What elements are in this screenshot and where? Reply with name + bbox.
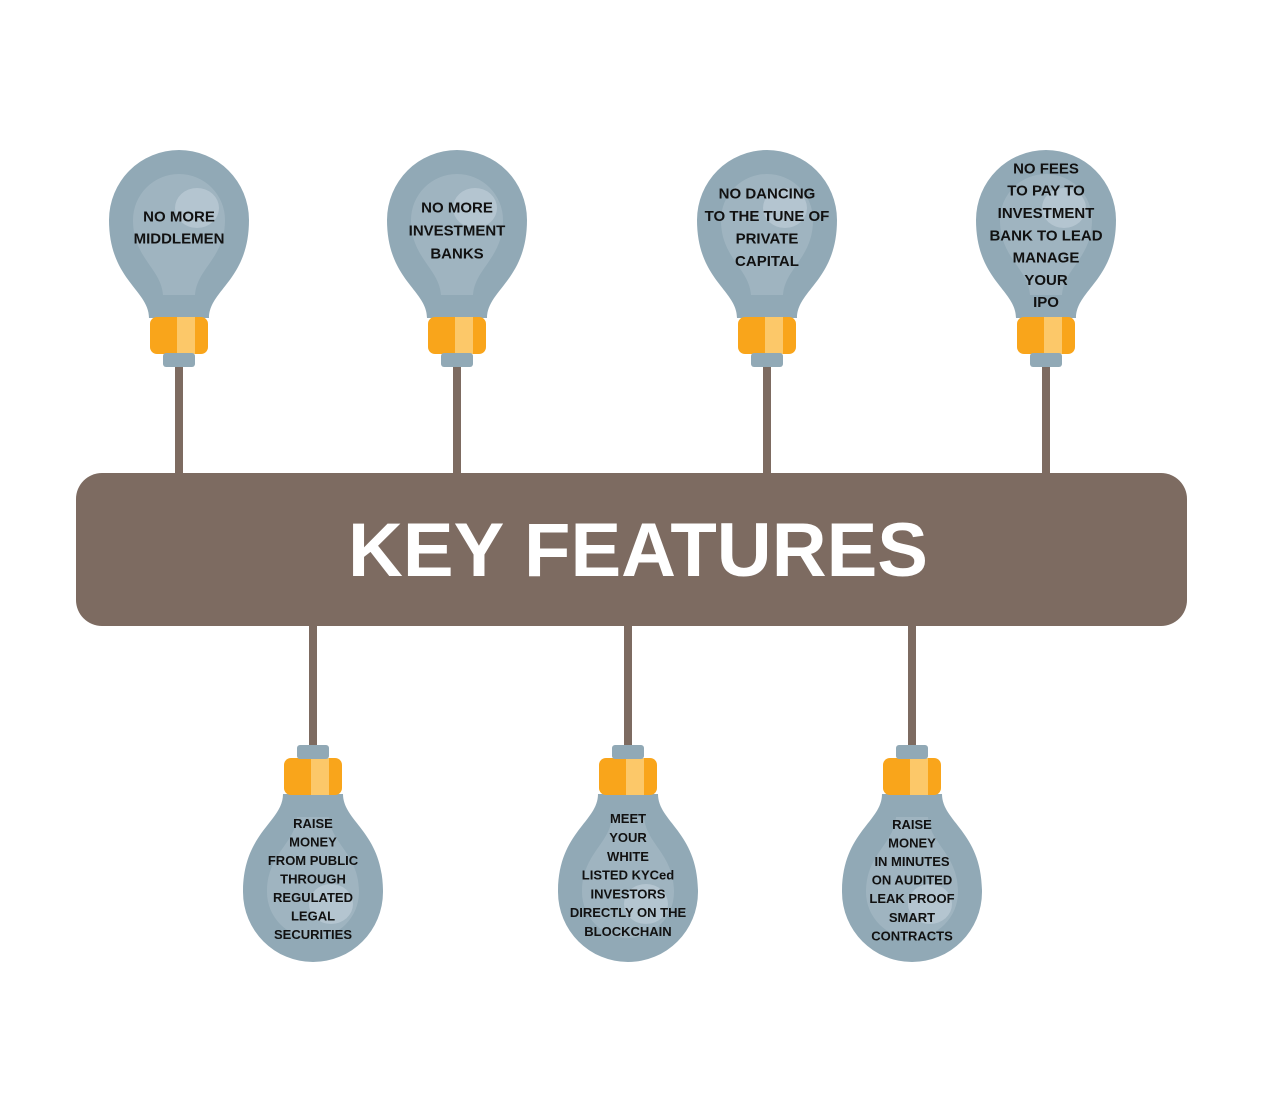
feature-text-line: MEET [610, 811, 646, 826]
feature-text: NO MORE INVESTMENT BANKS [409, 199, 506, 262]
feature-text-line: WHITE [607, 849, 649, 864]
feature-text-line: SMART [889, 910, 935, 925]
banner-background [76, 473, 1187, 626]
feature-text-line: CAPITAL [735, 253, 799, 270]
feature-text-line: LEAK PROOF [869, 891, 954, 906]
feature-text: NO FEES TO PAY TO INVESTMENT BANK TO LEAD MA… [989, 160, 1102, 311]
feature-text-line: RAISE [892, 817, 932, 832]
bulb-cap-highlight [626, 758, 644, 795]
bulb-cap-highlight [177, 317, 195, 354]
feature-text-line: INVESTORS [591, 886, 666, 901]
bulb-cap-highlight [1044, 317, 1062, 354]
feature-text-line: BANKS [430, 245, 483, 262]
feature-text-line: BANK TO LEAD [989, 227, 1102, 244]
feature-text-line: NO DANCING [719, 186, 816, 203]
bulb-glint [453, 188, 497, 228]
bulb-bottom-3 [842, 745, 982, 962]
feature-text: NO MORE MIDDLEMEN [134, 208, 225, 247]
bulb-base [163, 353, 195, 367]
feature-text-line: DIRECTLY ON THE [570, 905, 687, 920]
feature-text-line: MIDDLEMEN [134, 230, 225, 247]
bulb-cap-highlight [311, 758, 329, 795]
feature-text-line: IN MINUTES [874, 854, 949, 869]
feature-text-line: YOUR [609, 830, 647, 845]
bulb-base [751, 353, 783, 367]
feature-text-line: CONTRACTS [871, 928, 953, 943]
feature-text-line: TO THE TUNE OF [705, 208, 830, 225]
feature-text-line: SECURITIES [274, 927, 352, 942]
feature-text-line: RAISE [293, 816, 333, 831]
feature-text-line: YOUR [1024, 272, 1068, 289]
feature-text: RAISE MONEY FROM PUBLIC THROUGH REGULATED LEG… [268, 816, 359, 942]
feature-text: RAISE MONEY IN MINUTES ON AUDITED LEAK PROOF… [869, 817, 954, 944]
bulb-cap-highlight [910, 758, 928, 795]
feature-text-line: NO FEES [1013, 160, 1079, 177]
bulb-glint [624, 884, 668, 924]
feature-text-line: FROM PUBLIC [268, 853, 359, 868]
feature-text-line: ON AUDITED [872, 873, 952, 888]
feature-text-line: LEGAL [291, 909, 335, 924]
bulb-base [1030, 353, 1062, 367]
key-features-banner: KEY FEATURES [76, 473, 1187, 626]
bulb-top-2 [387, 150, 527, 367]
feature-text-line: NO MORE [143, 208, 215, 225]
feature-text-line: BLOCKCHAIN [584, 924, 671, 939]
feature-text: NO DANCING TO THE TUNE OF PRIVATE CAPITAL [705, 186, 830, 271]
feature-text-line: TO PAY TO [1007, 183, 1085, 200]
feature-text-line: REGULATED [273, 890, 353, 905]
feature-text-line: LISTED KYCed [582, 868, 675, 883]
bulb-top-3 [697, 150, 837, 367]
feature-text-line: NO MORE [421, 199, 493, 216]
feature-text-line: MONEY [888, 835, 936, 850]
feature-text-line: MONEY [289, 835, 337, 850]
feature-text-line: MANAGE [1013, 250, 1080, 267]
bulb-base [297, 745, 329, 759]
bulb-top-4 [976, 150, 1116, 367]
bulb-cap-highlight [455, 317, 473, 354]
feature-text-line: INVESTMENT [998, 205, 1095, 222]
bulb-cap-highlight [765, 317, 783, 354]
bulb-base [612, 745, 644, 759]
bulb-bottom-1 [243, 745, 383, 962]
bulb-glint [175, 188, 219, 228]
bulb-base [441, 353, 473, 367]
feature-text-line: IPO [1033, 294, 1059, 311]
feature-text-line: THROUGH [280, 872, 346, 887]
feature-text-line: INVESTMENT [409, 222, 506, 239]
banner-title: KEY FEATURES [348, 508, 928, 593]
bulb-bottom-2 [558, 745, 698, 962]
bulb-top-1 [109, 150, 249, 367]
wires [175, 360, 1050, 750]
feature-text-line: PRIVATE [736, 231, 799, 248]
bulb-glint [309, 884, 353, 924]
bulb-glint [908, 884, 952, 924]
bulb-glint [763, 188, 807, 228]
bulb-glint [1042, 188, 1086, 228]
bulb-base [896, 745, 928, 759]
